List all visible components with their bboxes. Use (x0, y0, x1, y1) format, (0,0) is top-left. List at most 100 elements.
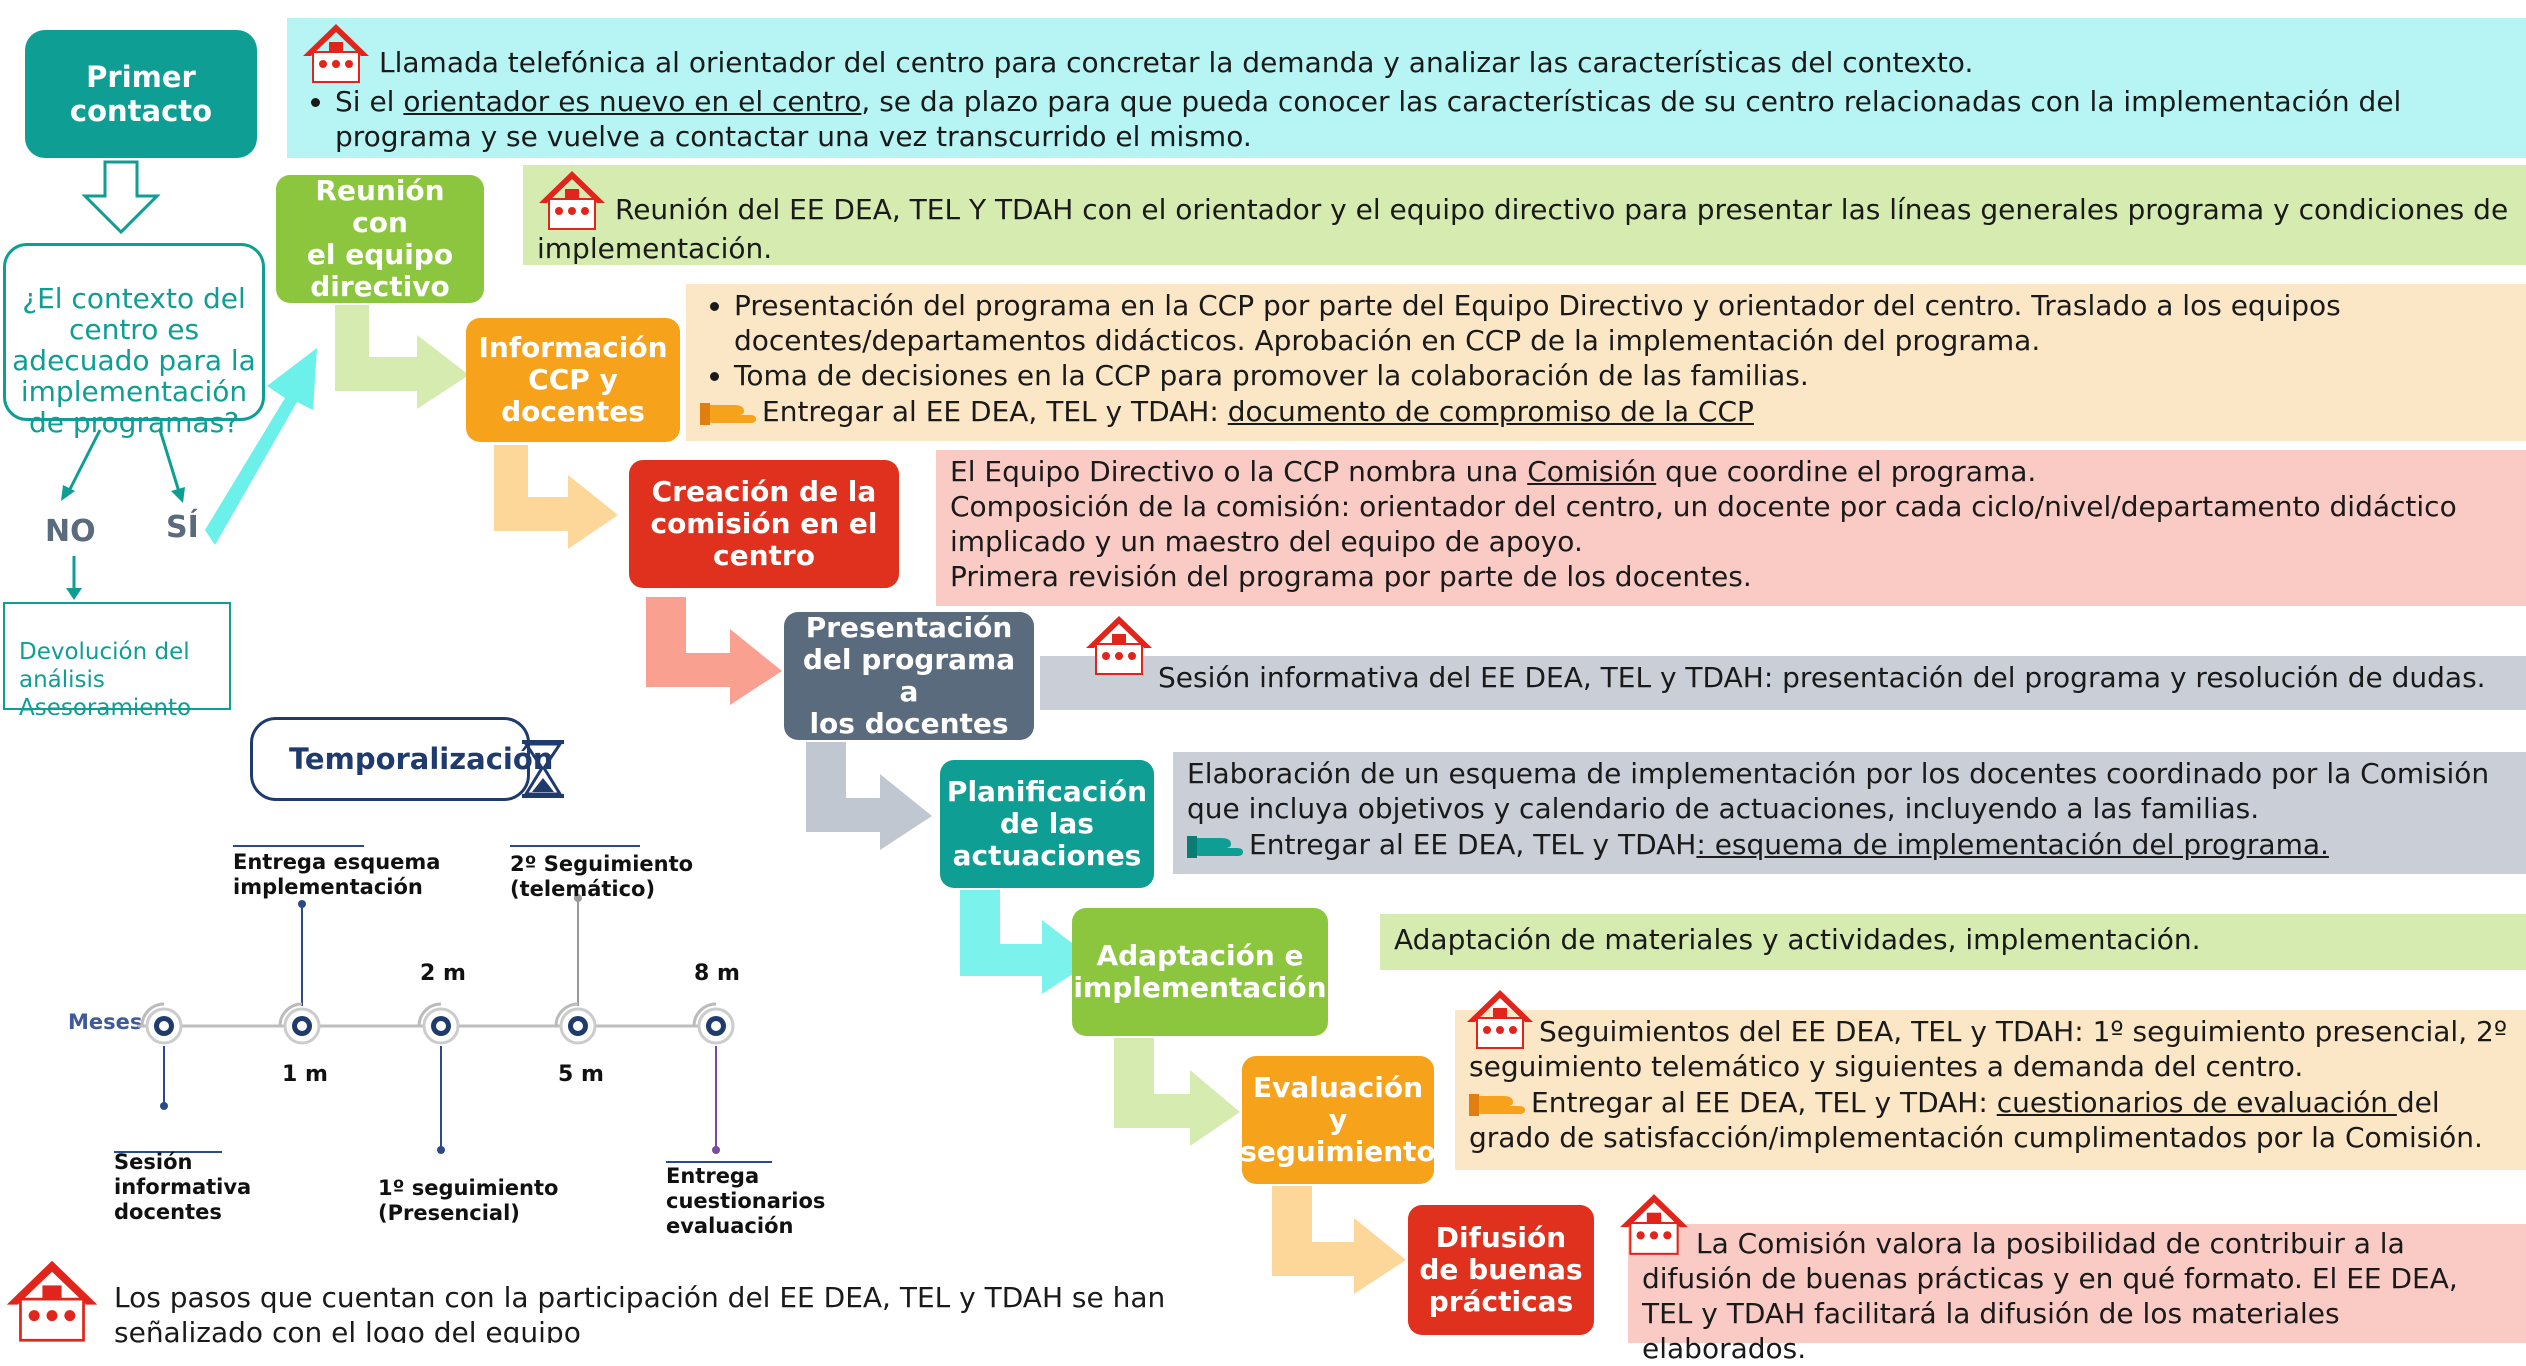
timeline-bottom-label-3: Entrega cuestionarios evaluación (666, 1164, 826, 1238)
pointing-hand-icon (700, 403, 756, 425)
step-planificacion-label: Planificación de las actuaciones (946, 775, 1148, 872)
elbow-arrow-orange-2 (1272, 1186, 1406, 1294)
step1-bullet-underlined: orientador es nuevo en el centro (403, 85, 862, 118)
hourglass-icon (522, 740, 564, 798)
step-comision-l1-underlined: Comisión (1527, 455, 1657, 488)
timeline-node (140, 1002, 183, 1045)
timeline-month-2m: 2 m (420, 961, 466, 986)
timeline-node (554, 1002, 597, 1045)
step-evaluacion-hand-post: del grado de satisfacción/implementación… (1469, 1086, 2483, 1154)
step-presentacion-band: Sesión informativa del EE DEA, TEL y TDA… (1040, 616, 2526, 710)
first-contact-label: Primer contacto (69, 60, 213, 128)
step-info-hand-pre: Entregar al EE DEA, TEL y TDAH: (762, 395, 1228, 428)
step-difusion-band: La Comisión valora la posibilidad de con… (1628, 1224, 2526, 1365)
timeline-month-8m: 8 m (694, 961, 740, 986)
team-logo-icon (303, 24, 369, 83)
step-info-bullet-2: Toma de decisiones en la CCP para promov… (734, 358, 2512, 393)
step-comision-band: El Equipo Directivo o la CCP nombra una … (936, 450, 2526, 606)
step-reunion-line: Reunión del EE DEA, TEL Y TDAH con el or… (537, 169, 2512, 266)
timeline-nodes (140, 1002, 735, 1045)
step-adaptacion-label: Adaptación e implementación (1073, 939, 1327, 1004)
step-reunion-text: Reunión del EE DEA, TEL Y TDAH con el or… (537, 193, 2509, 265)
team-logo-icon (1467, 990, 1533, 1049)
step-info-bullet-1: Presentación del programa en la CCP por … (734, 288, 2512, 358)
no-label: NO (45, 514, 96, 549)
step-info-label: Información CCP y docentes (478, 331, 668, 428)
devolucion-text: Devolución del análisis Asesoramiento (19, 639, 192, 721)
elbow-arrow-lime-2 (1114, 1038, 1240, 1146)
step-evaluacion-hand-line: Entregar al EE DEA, TEL y TDAH: cuestion… (1469, 1084, 2512, 1155)
step-evaluacion-hand-doc: cuestionarios de evaluación (1996, 1086, 2397, 1119)
timeline-title-box: Temporalización (250, 717, 553, 801)
step-planificacion-text: Elaboración de un esquema de implementac… (1187, 757, 2490, 825)
step-evaluacion-hand-pre: Entregar al EE DEA, TEL y TDAH: (1531, 1086, 1997, 1119)
team-logo-icon (539, 171, 605, 230)
step-planificacion-hand-line: Entregar al EE DEA, TEL y TDAH: esquema … (1187, 826, 2512, 862)
step-evaluacion-text: Seguimientos del EE DEA, TEL y TDAH: 1º … (1469, 1015, 2508, 1083)
step-info-band: Presentación del programa en la CCP por … (686, 284, 2526, 441)
step-difusion-line: La Comisión valora la posibilidad de con… (1642, 1226, 2512, 1366)
step-reunion-box: Reunión con el equipo directivo (276, 175, 484, 303)
context-question: ¿El contexto del centro es adecuado para… (12, 282, 256, 439)
timeline-node (417, 1002, 460, 1045)
timeline-month-1m: 1 m (282, 1062, 328, 1087)
step-reunion-label: Reunión con el equipo directivo (306, 174, 454, 303)
step-planificacion-hand-pre: Entregar al EE DEA, TEL y TDAH (1249, 828, 1697, 861)
step-info-hand-doc: documento de compromiso de la CCP (1227, 395, 1754, 428)
si-label: SÍ (166, 510, 199, 545)
step-presentacion-label: Presentación del programa a los docentes (802, 611, 1016, 740)
elbow-arrow-orange (494, 445, 618, 549)
step-info-box: Información CCP y docentes (466, 318, 680, 442)
elbow-arrow-slate (806, 742, 932, 850)
pointing-hand-icon (1469, 1094, 1525, 1116)
timeline-bottom-label-1: Sesión informativa docentes (114, 1150, 252, 1224)
elbow-arrow-lime (335, 305, 469, 409)
step-evaluacion-line: Seguimientos del EE DEA, TEL y TDAH: 1º … (1467, 990, 2512, 1084)
first-contact-box: Primer contacto (25, 30, 257, 158)
step-reunion-band: Reunión del EE DEA, TEL Y TDAH con el or… (523, 165, 2526, 265)
step-difusion-text: La Comisión valora la posibilidad de con… (1642, 1227, 2458, 1365)
step-adaptacion-text: Adaptación de materiales y actividades, … (1394, 923, 2201, 956)
step-comision-line-2: Composición de la comisión: orientador d… (950, 490, 2457, 558)
pointing-hand-icon (1187, 836, 1243, 858)
timeline-node (692, 1002, 735, 1045)
step-comision-l1-post: que coordine el programa. (1656, 455, 2037, 488)
timeline-bottom-label-2: 1º seguimiento (Presencial) (378, 1176, 559, 1225)
step-difusion-box: Difusión de buenas prácticas (1408, 1205, 1594, 1335)
team-logo-icon (1620, 1194, 1688, 1255)
step-planificacion-box: Planificación de las actuaciones (940, 760, 1154, 888)
down-arrow-icon (81, 160, 161, 235)
timeline-month-5m: 5 m (558, 1062, 604, 1087)
team-logo-icon (1086, 616, 1152, 675)
step-planificacion-band: Elaboración de un esquema de implementac… (1173, 752, 2526, 874)
step1-text: Llamada telefónica al orientador del cen… (379, 46, 1974, 79)
step-comision-l1-pre: El Equipo Directivo o la CCP nombra una (950, 455, 1528, 488)
step-comision-label: Creación de la comisión en el centro (650, 475, 878, 572)
step-evaluacion-band: Seguimientos del EE DEA, TEL y TDAH: 1º … (1455, 990, 2526, 1170)
elbow-arrow-cyan (960, 890, 1094, 994)
timeline-node (278, 1002, 321, 1045)
timeline-top-label-1: Entrega esquema implementación (233, 850, 441, 899)
footnote: Los pasos que cuentan con la participaci… (114, 1281, 1166, 1343)
step-presentacion-line: Sesión informativa del EE DEA, TEL y TDA… (1054, 616, 2512, 695)
context-question-box: ¿El contexto del centro es adecuado para… (3, 243, 265, 438)
step-presentacion-box: Presentación del programa a los docentes (784, 612, 1034, 740)
devolucion-box: Devolución del análisis Asesoramiento (3, 602, 231, 721)
step-planificacion-hand-doc: : esquema de implementación del programa… (1696, 828, 2329, 861)
team-logo-icon (6, 1260, 98, 1342)
decision-arrows (61, 429, 185, 503)
step-difusion-label: Difusión de buenas prácticas (1419, 1221, 1583, 1318)
step-comision-box: Creación de la comisión en el centro (629, 460, 899, 588)
step-evaluacion-box: Evaluación y seguimiento (1240, 1056, 1436, 1184)
step1-bullet-post: , se da plazo para que pueda conocer las… (335, 85, 2402, 153)
step-comision-line-3: Primera revisión del programa por parte … (950, 560, 1752, 593)
step-presentacion-text: Sesión informativa del EE DEA, TEL y TDA… (1158, 661, 2486, 694)
timeline-title: Temporalización (289, 742, 554, 776)
step1-band: Llamada telefónica al orientador del cen… (287, 18, 2526, 158)
elbow-arrow-salmon (646, 597, 782, 705)
step-evaluacion-label: Evaluación y seguimiento (1240, 1071, 1436, 1168)
step1-bullet: Si el orientador es nuevo en el centro, … (335, 84, 2512, 154)
step-comision-line-1: El Equipo Directivo o la CCP nombra una … (950, 454, 2512, 489)
step-adaptacion-band: Adaptación de materiales y actividades, … (1380, 914, 2526, 970)
no-down-arrow (66, 556, 82, 600)
